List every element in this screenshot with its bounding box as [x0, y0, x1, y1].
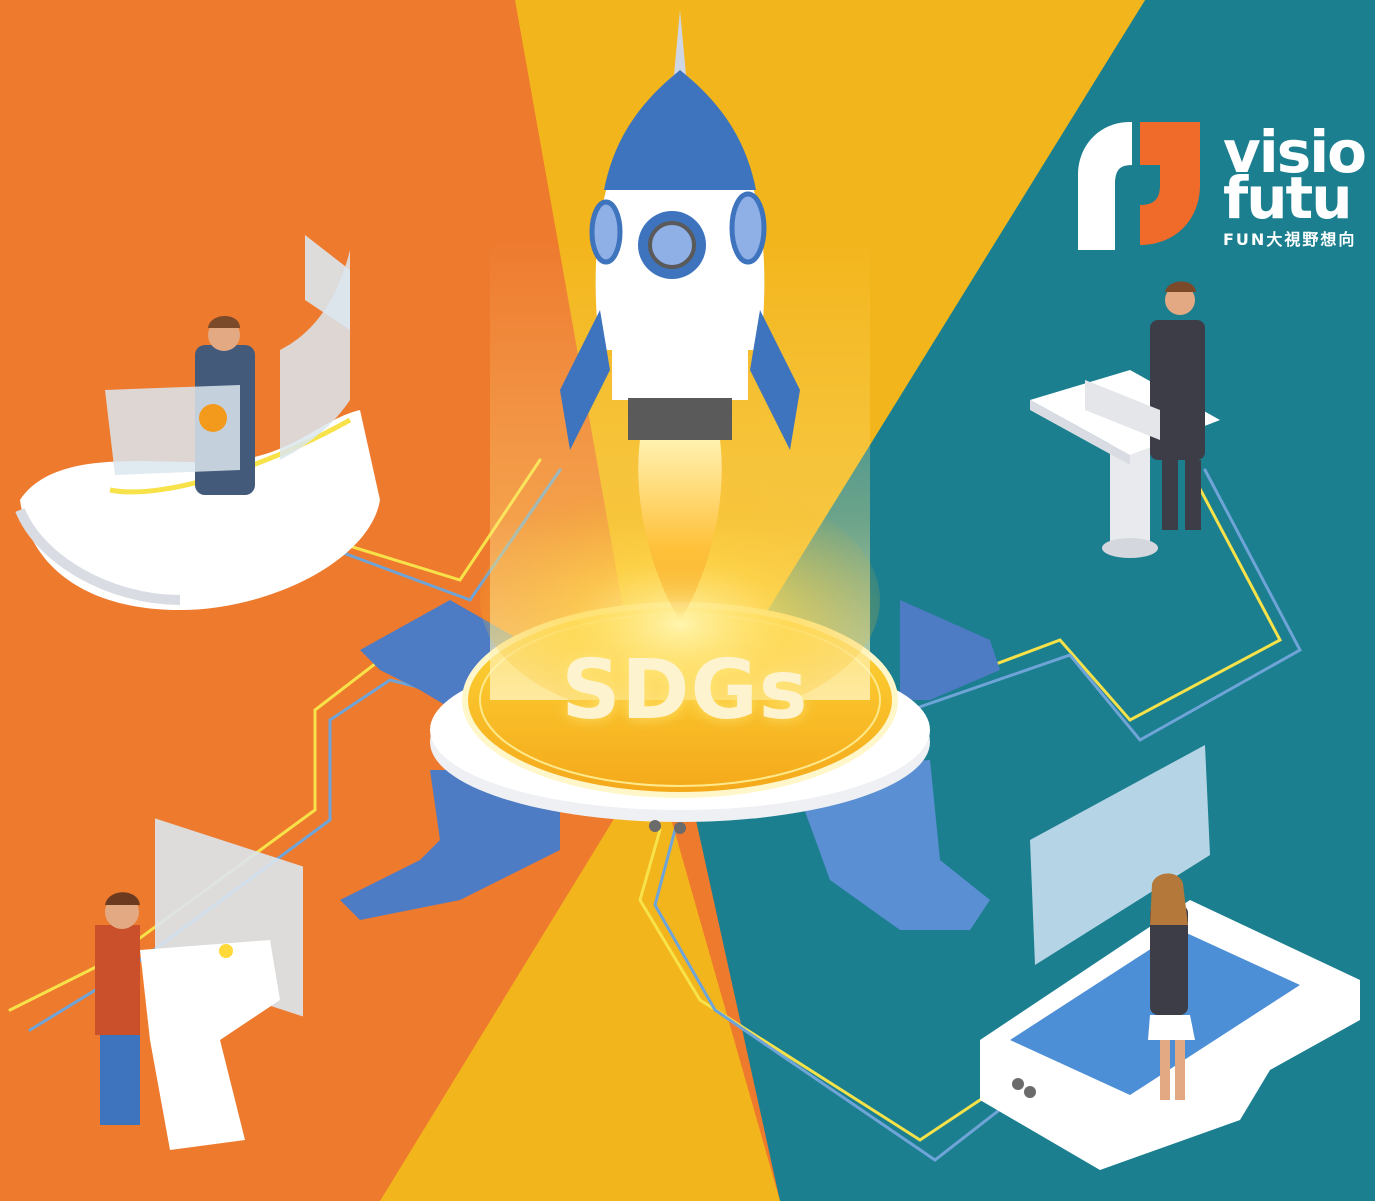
logo-wordmark-line1: visio: [1223, 120, 1367, 186]
rocket-icon: [560, 10, 800, 620]
brand-logo: visio futu FUN大視野想向: [1075, 120, 1375, 260]
sdgs-label: SDGs: [561, 643, 809, 738]
logo-mark-icon: [1078, 122, 1200, 250]
medical-station: [980, 745, 1360, 1170]
logo-tagline: FUN大視野想向: [1223, 230, 1357, 249]
network-cables: [8, 458, 1303, 1162]
analyst-station: [15, 235, 380, 610]
keyboard-station: [95, 818, 303, 1150]
logo-wordmark-line2: futu: [1223, 164, 1353, 232]
laptop-station: [1030, 281, 1220, 558]
